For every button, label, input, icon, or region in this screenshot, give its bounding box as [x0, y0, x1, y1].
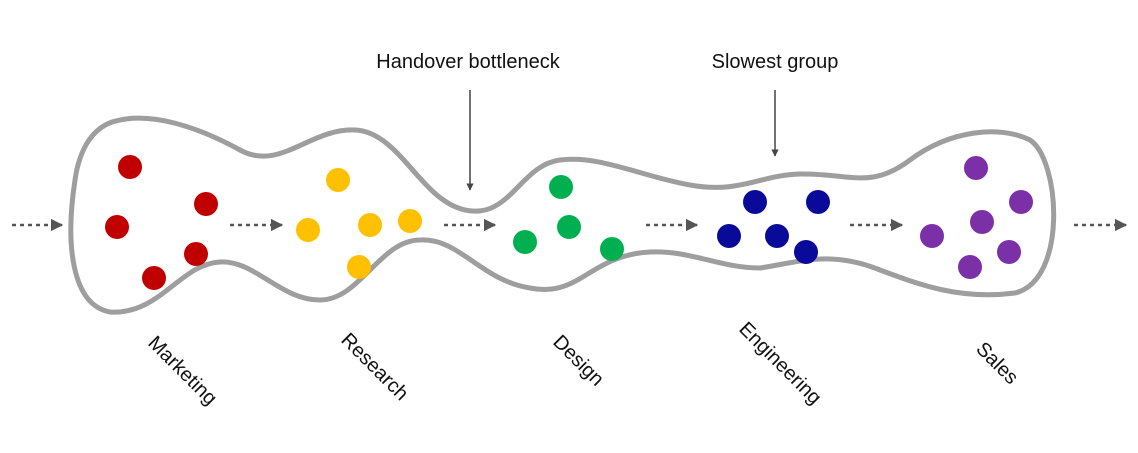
dot-engineering-1: [743, 190, 767, 214]
dot-marketing-3: [105, 215, 129, 239]
stage-label-sales: Sales: [971, 338, 1022, 389]
dot-research-2: [398, 209, 422, 233]
pipeline-outline: [68, 115, 1057, 315]
dot-marketing-1: [118, 155, 142, 179]
dot-marketing-4: [184, 242, 208, 266]
stage-engineering-dots: [717, 190, 830, 264]
dot-research-5: [347, 255, 371, 279]
stage-marketing-dots: [105, 155, 218, 290]
dot-sales-2: [1009, 190, 1033, 214]
dot-marketing-2: [194, 192, 218, 216]
stage-label-design: Design: [548, 331, 608, 391]
stage-label-engineering: Engineering: [734, 318, 825, 409]
dot-design-2: [557, 215, 581, 239]
dot-design-1: [549, 175, 573, 199]
dot-sales-3: [970, 210, 994, 234]
dot-engineering-3: [717, 224, 741, 248]
dot-engineering-4: [765, 224, 789, 248]
dot-marketing-5: [142, 266, 166, 290]
dot-sales-6: [958, 255, 982, 279]
callout-handover-bottleneck: Handover bottleneck: [376, 51, 560, 73]
dot-research-3: [358, 213, 382, 237]
stage-sales-dots: [920, 156, 1033, 279]
stage-research-dots: [296, 168, 422, 279]
callout-slowest-group: Slowest group: [712, 51, 839, 73]
dot-sales-1: [964, 156, 988, 180]
dot-engineering-2: [806, 190, 830, 214]
dot-research-4: [296, 218, 320, 242]
dot-research-1: [326, 168, 350, 192]
dot-design-3: [513, 230, 537, 254]
stage-label-marketing: Marketing: [143, 332, 221, 410]
dot-design-4: [600, 237, 624, 261]
dot-sales-5: [997, 240, 1021, 264]
dot-sales-4: [920, 224, 944, 248]
stage-label-research: Research: [336, 329, 412, 405]
stage-design-dots: [513, 175, 624, 261]
dot-engineering-5: [794, 240, 818, 264]
